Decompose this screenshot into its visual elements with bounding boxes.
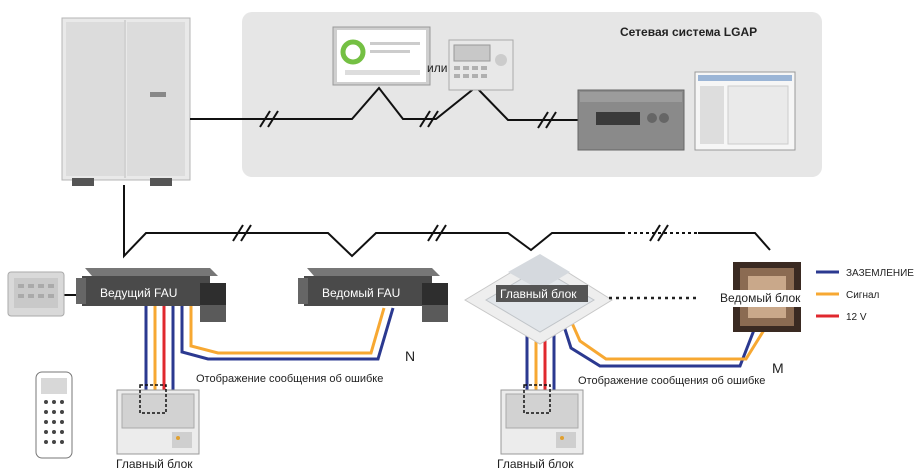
slave-fau-label: Ведомый FAU (322, 286, 400, 300)
main-unit-label: Главный блок (500, 287, 577, 301)
outdoor-unit[interactable] (61, 17, 191, 186)
slave-unit-label-bg (718, 290, 809, 307)
acp-gateway[interactable] (577, 89, 685, 151)
wired-remote-small[interactable] (7, 271, 65, 317)
legend-ground-label: ЗАЗЕМЛЕНИЕ (846, 268, 914, 279)
legend-signal-label: Сигнал (846, 290, 880, 301)
slave-unit-label: Ведомый блок (720, 291, 801, 305)
controller-left-label: Главный блок (116, 457, 193, 471)
wall-controller-left[interactable] (116, 384, 200, 455)
controller-right-label: Главный блок (497, 457, 574, 471)
bus-break-marks (232, 110, 669, 242)
pc-screen[interactable] (694, 71, 796, 151)
simple-central-controller[interactable] (448, 39, 514, 91)
central-touch-controller[interactable] (332, 26, 431, 86)
marker-m: M (772, 360, 784, 376)
error-message-right: Отображение сообщения об ошибке (578, 375, 765, 387)
master-fau-label: Ведущий FAU (100, 286, 177, 300)
error-message-left: Отображение сообщения об ошибке (196, 373, 383, 385)
legend-power-label: 12 V (846, 312, 867, 323)
main-unit-label-bg (496, 285, 588, 302)
wires-left (144, 303, 395, 395)
or-label: или (427, 61, 447, 75)
legend: ЗАЗЕМЛЕНИЕ Сигнал 12 V (816, 268, 914, 323)
master-fau-unit[interactable] (76, 268, 226, 322)
wall-controller-right[interactable] (500, 384, 584, 455)
slave-fau-unit[interactable] (298, 268, 448, 322)
wireless-remote[interactable] (35, 371, 73, 459)
lgap-title: Сетевая система LGAP (620, 25, 757, 39)
marker-n: N (405, 348, 415, 364)
network-bus (40, 85, 771, 296)
